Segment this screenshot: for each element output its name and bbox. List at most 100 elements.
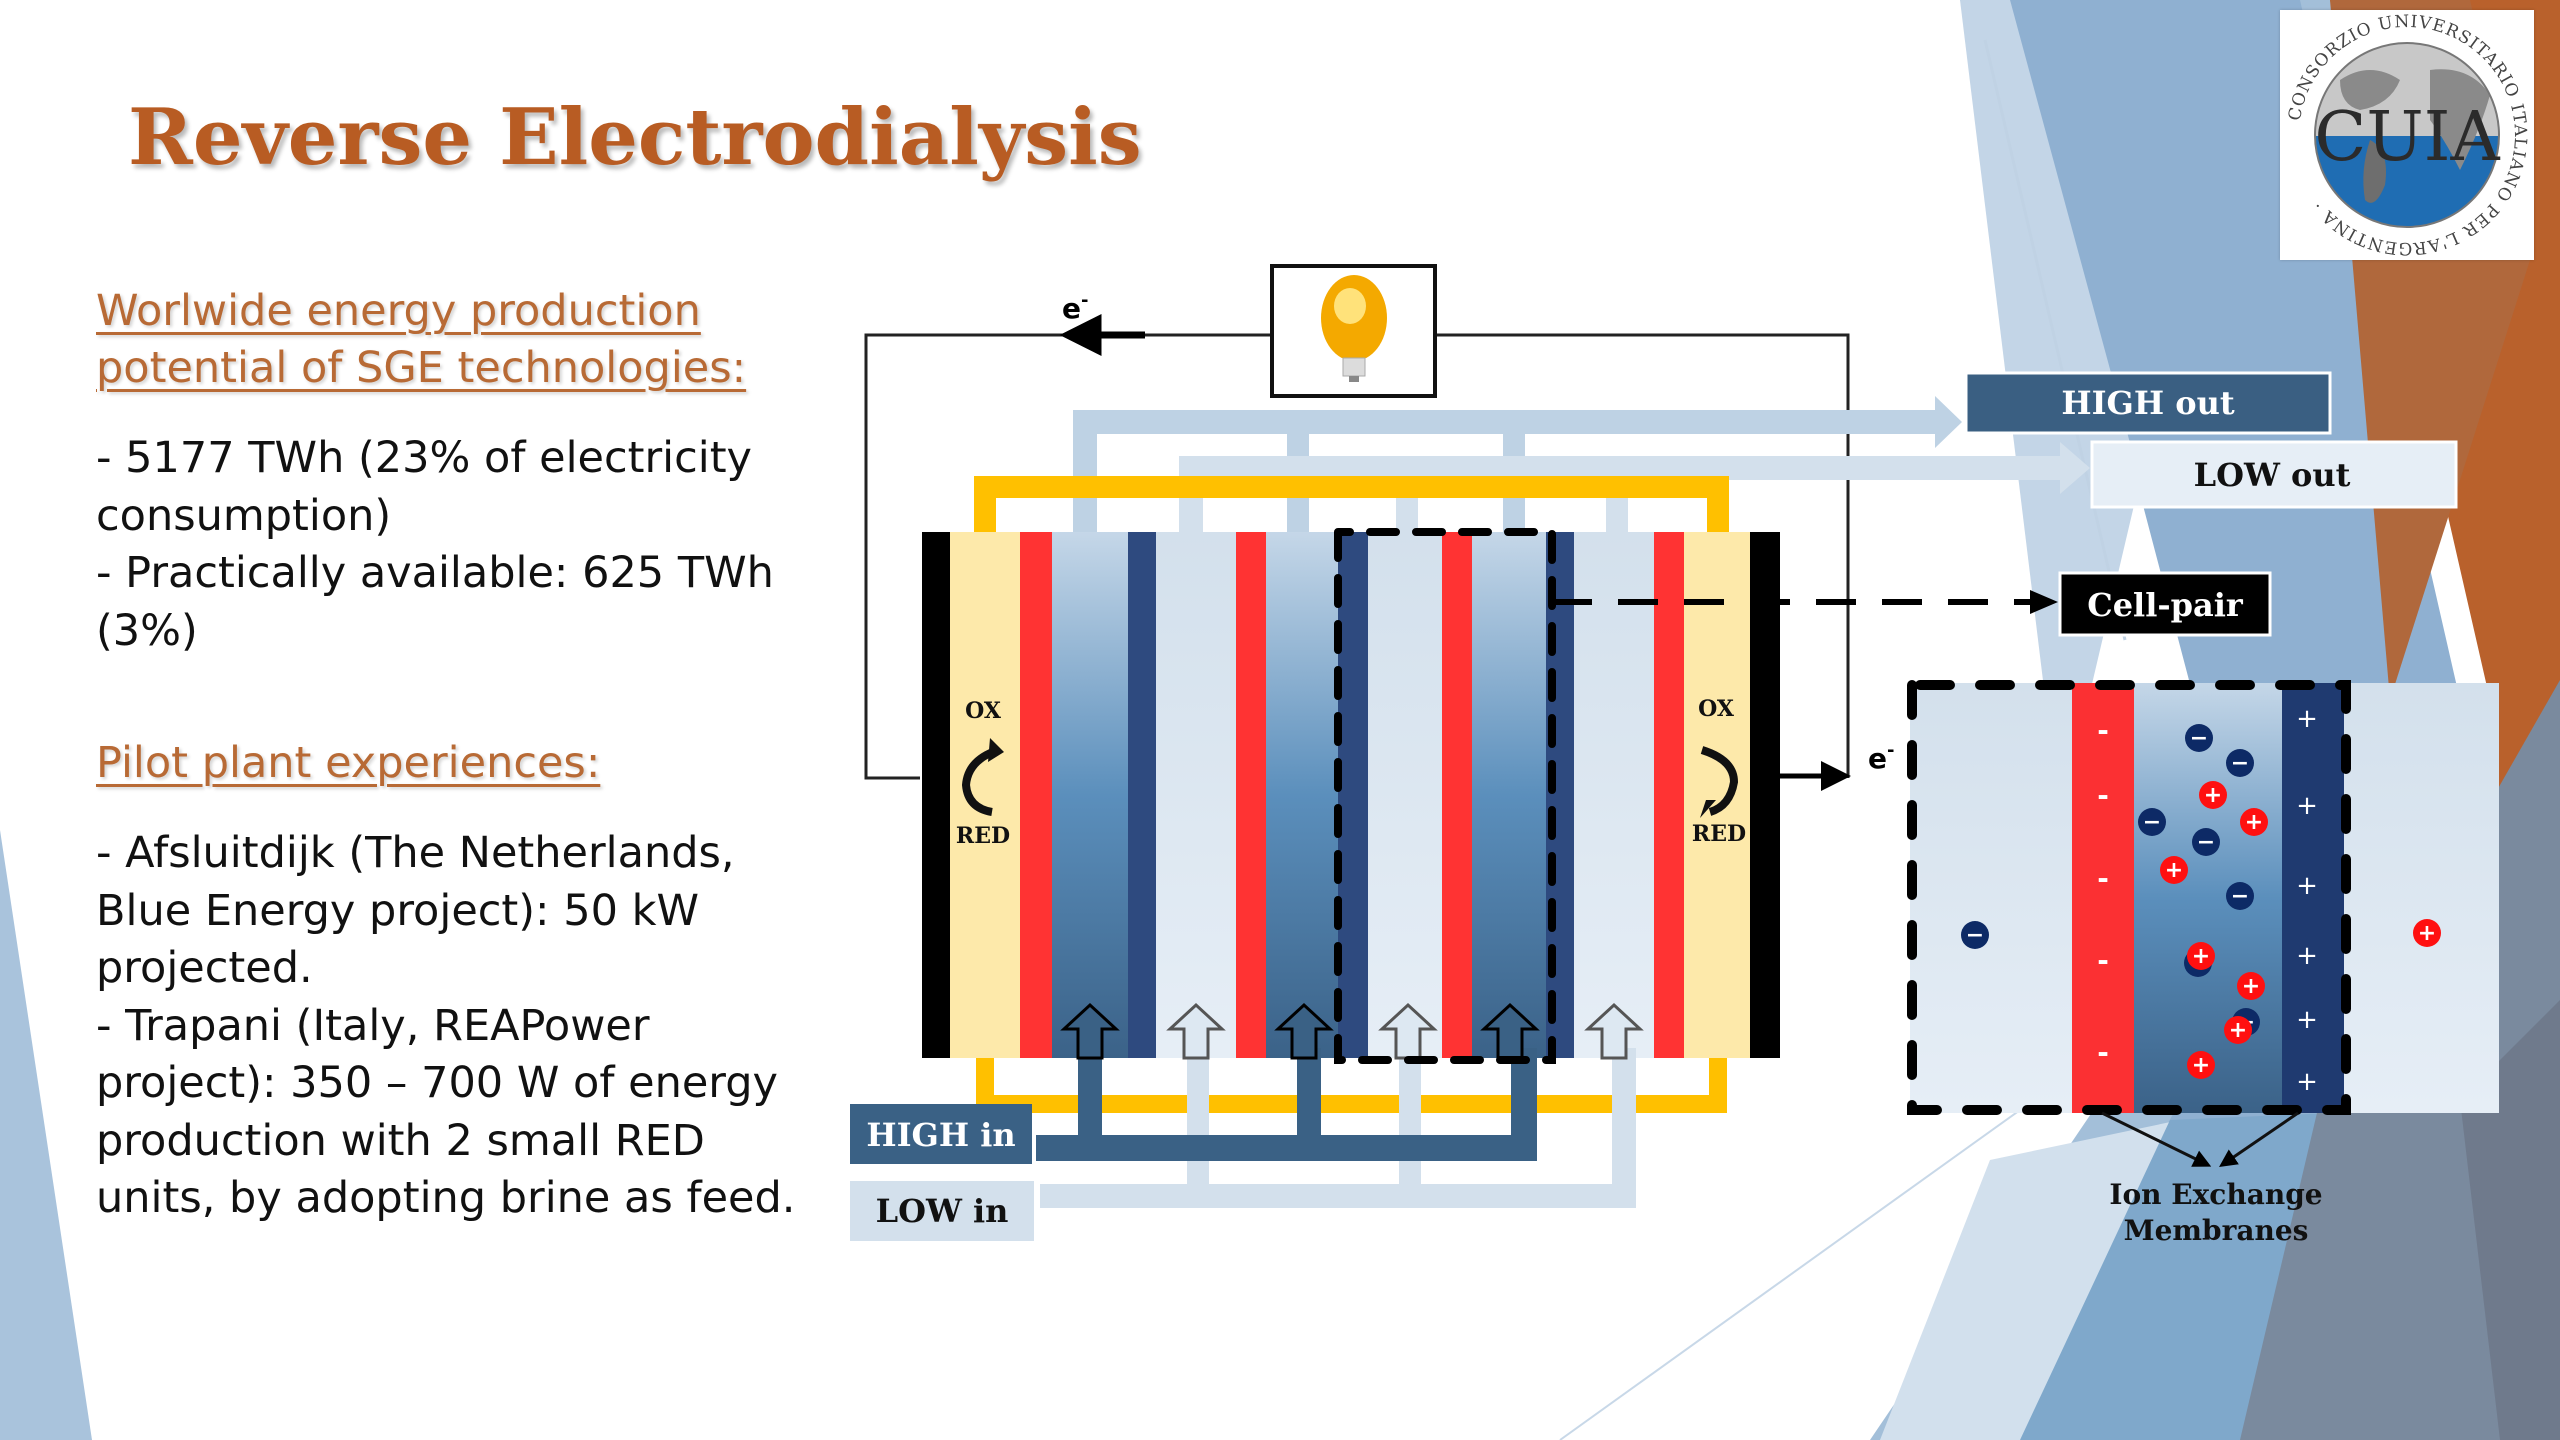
cem-fixed-charge: - bbox=[2097, 862, 2109, 895]
cuia-logo: CONSORZIO UNIVERSITARIO ITALIANO PER L'A… bbox=[2280, 10, 2534, 260]
electrolyte-right bbox=[1684, 532, 1750, 1058]
light-bulb-icon bbox=[1321, 275, 1387, 382]
cem bbox=[1654, 532, 1684, 1058]
low-channel bbox=[1156, 532, 1236, 1058]
low-flow-arrow-icon bbox=[1584, 1002, 1644, 1060]
cation-icon: + bbox=[2199, 781, 2227, 809]
cem bbox=[1020, 532, 1052, 1058]
electrode-right bbox=[1750, 532, 1780, 1058]
bullet-item: - Trapani (Italy, REAPower project): 350… bbox=[96, 1000, 796, 1224]
cell-pair-detail: -----++++++ −−−−−−−−++++++++ Ion Exchang… bbox=[1907, 680, 2499, 1247]
redox-cycle-arrow-icon bbox=[961, 746, 1000, 816]
svg-text:+: + bbox=[2418, 921, 2436, 946]
high-out-arrow bbox=[1935, 396, 1962, 448]
cation-icon: + bbox=[2240, 808, 2268, 836]
bullet-item: - 5177 TWh (23% of electricity consumpti… bbox=[96, 433, 753, 541]
svg-text:+: + bbox=[2192, 944, 2210, 969]
membrane-caption-line2: Membranes bbox=[2124, 1214, 2309, 1247]
cation-icon: + bbox=[2413, 919, 2441, 947]
cem-fixed-charge: - bbox=[2097, 944, 2109, 977]
cell-pair-outline bbox=[1334, 528, 2058, 1064]
pilot-bullets: - Afsluitdijk (The Netherlands, Blue Ene… bbox=[96, 825, 816, 1228]
aem-fixed-charge: + bbox=[2296, 871, 2318, 901]
aem-fixed-charge: + bbox=[2296, 941, 2318, 971]
aem bbox=[1128, 532, 1156, 1058]
svg-text:+: + bbox=[2242, 974, 2260, 999]
redox-arrowhead bbox=[988, 738, 1004, 762]
circuit-wire bbox=[1435, 333, 1850, 778]
electron-label-right: e- bbox=[1868, 740, 1894, 775]
section-heading-pilot: Pilot plant experiences: bbox=[96, 738, 601, 788]
cem-fixed-charge: - bbox=[2097, 1036, 2109, 1069]
section-heading-potential: Worlwide energy production potential of … bbox=[96, 286, 747, 393]
ox-label: OX bbox=[965, 698, 1002, 724]
bg-facet-left bbox=[0, 830, 92, 1440]
inlet-manifolds bbox=[1036, 1048, 1636, 1208]
aem-fixed-charge: + bbox=[2296, 1005, 2318, 1035]
svg-text:−: − bbox=[2231, 884, 2249, 909]
svg-text:+: + bbox=[2204, 783, 2222, 808]
svg-text:+: + bbox=[2192, 1053, 2210, 1078]
high-out-label: HIGH out bbox=[1964, 371, 2332, 435]
low-compartment-right bbox=[2344, 683, 2499, 1113]
ox-label: OX bbox=[1698, 696, 1735, 722]
high-channel bbox=[1052, 532, 1128, 1058]
channel-flow-arrows bbox=[1060, 1002, 1644, 1060]
svg-text:+: + bbox=[2229, 1018, 2247, 1043]
low-flow-arrow-icon bbox=[1378, 1002, 1438, 1060]
high-flow-arrow-icon bbox=[1480, 1002, 1540, 1060]
svg-text:+: + bbox=[2165, 858, 2183, 883]
cation-icon: + bbox=[2187, 942, 2215, 970]
low-out-arrow bbox=[2060, 442, 2090, 494]
anion-exchange-membrane bbox=[2282, 683, 2344, 1113]
high-channel bbox=[1472, 532, 1546, 1058]
svg-text:−: − bbox=[2143, 810, 2161, 835]
anion-icon: − bbox=[2226, 882, 2254, 910]
cell-pair-label: Cell-pair bbox=[2058, 571, 2272, 637]
low-in-manifold bbox=[1040, 1048, 1636, 1208]
low-in-label: LOW in bbox=[850, 1181, 1034, 1241]
low-in-text: LOW in bbox=[876, 1192, 1009, 1230]
redox-cycle-arrow-icon bbox=[1700, 746, 1739, 816]
anion-icon: − bbox=[2138, 808, 2166, 836]
low-out-label: LOW out bbox=[2090, 440, 2458, 509]
aem bbox=[1546, 532, 1574, 1058]
external-circuit: e- e- bbox=[864, 264, 1894, 791]
cation-icon: + bbox=[2237, 972, 2265, 1000]
red-label: RED bbox=[956, 823, 1010, 849]
cation-icon: + bbox=[2224, 1016, 2252, 1044]
high-out-text: HIGH out bbox=[2061, 384, 2235, 422]
cell-pair-arrow bbox=[2030, 590, 2058, 614]
cation-exchange-membrane bbox=[2072, 683, 2134, 1113]
anion-icon: − bbox=[2226, 749, 2254, 777]
svg-text:−: − bbox=[2231, 751, 2249, 776]
low-flow-arrow-icon bbox=[1166, 1002, 1226, 1060]
bg-facet-bottom-light bbox=[1880, 1120, 2180, 1440]
low-channel bbox=[1368, 532, 1442, 1058]
cation-icon: + bbox=[2160, 856, 2188, 884]
red-label: RED bbox=[1692, 821, 1746, 847]
cation-icon: + bbox=[2187, 1051, 2215, 1079]
electrode-reaction-right: OX RED bbox=[1692, 696, 1746, 847]
low-out-manifold bbox=[1179, 456, 2060, 540]
cem bbox=[1442, 532, 1472, 1058]
anion-icon: − bbox=[1961, 921, 1989, 949]
svg-text:−: − bbox=[2197, 830, 2215, 855]
membrane-pointer bbox=[2219, 1111, 2299, 1168]
cem-fixed-charge: - bbox=[2097, 779, 2109, 812]
outlet-manifolds bbox=[1073, 396, 2090, 540]
electron-label-left: e- bbox=[1062, 290, 1088, 325]
redox-arrowhead bbox=[1700, 800, 1716, 818]
potential-bullets: - 5177 TWh (23% of electricity consumpti… bbox=[96, 430, 816, 660]
svg-text:−: − bbox=[1966, 923, 1984, 948]
cell-pair-text: Cell-pair bbox=[2087, 586, 2244, 624]
fixed-charges: -----++++++ bbox=[2097, 704, 2318, 1097]
low-out-text: LOW out bbox=[2194, 456, 2351, 494]
cem bbox=[1236, 532, 1266, 1058]
svg-text:−: − bbox=[2190, 726, 2208, 751]
bg-thin-line bbox=[1983, 39, 2127, 641]
high-out-manifold bbox=[1073, 410, 1935, 540]
bullet-item: - Afsluitdijk (The Netherlands, Blue Ene… bbox=[96, 828, 735, 993]
svg-text:+: + bbox=[2245, 810, 2263, 835]
